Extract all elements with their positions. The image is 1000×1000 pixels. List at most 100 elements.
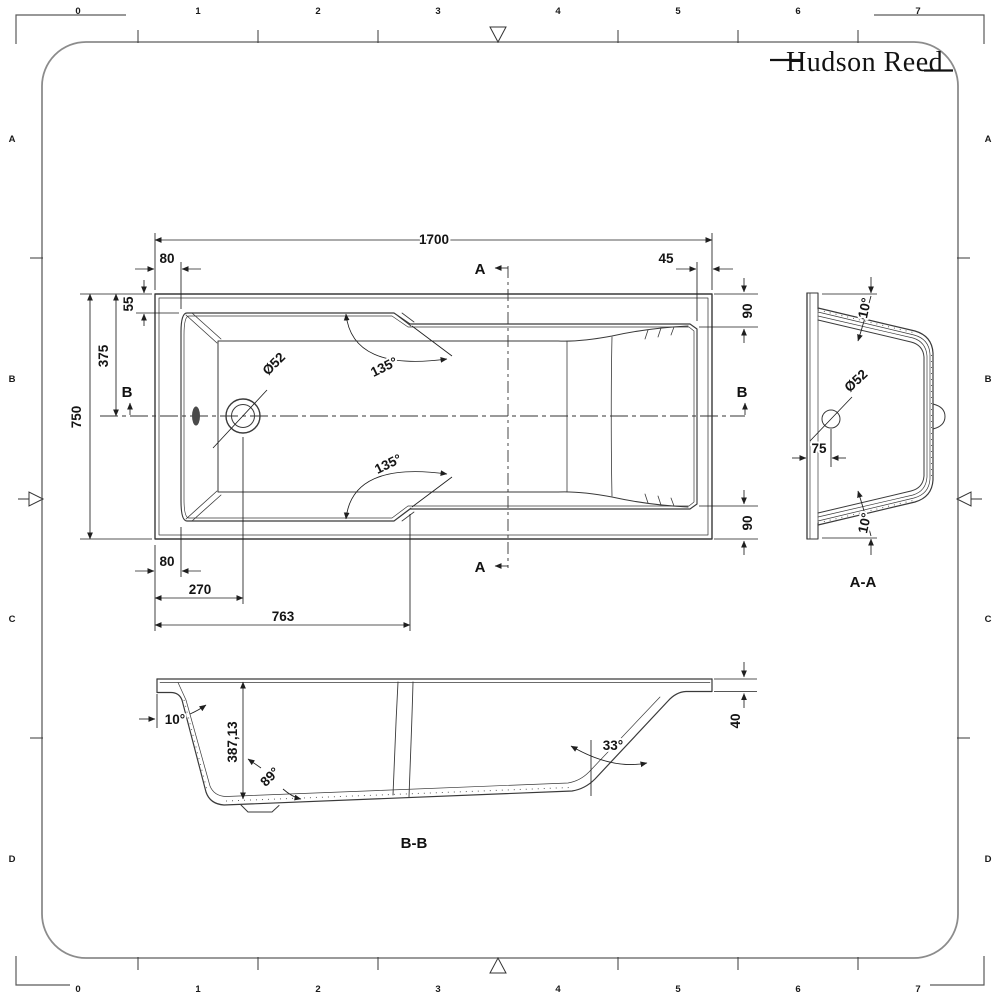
dim-90-bottom: 90	[740, 515, 755, 530]
bottom-center-mark	[489, 956, 507, 974]
aa-profile-line3	[817, 315, 928, 518]
plan-drain-outer-circle	[225, 398, 261, 434]
aa-profile-inner	[817, 319, 925, 514]
section-b-right-label: B	[737, 384, 748, 401]
ruler-col-6-bottom: 6	[795, 984, 800, 995]
ruler-col-1: 1	[195, 6, 201, 17]
logo-wordmark: Hudson Reed	[786, 47, 943, 78]
bb-backrest-angle-dim: 33°	[603, 738, 623, 753]
ruler-col-3: 3	[435, 6, 440, 17]
plan-drain-leader	[212, 389, 268, 449]
dim-750: 750	[69, 406, 84, 429]
bb-floor-angle-leader-2	[282, 788, 302, 801]
plan-drain-inner-circle	[231, 404, 255, 428]
ruler-col-4-bottom: 4	[555, 984, 561, 995]
aa-surface-dots	[817, 309, 932, 524]
corner-trim-marks	[15, 14, 985, 986]
plan-wall-contours	[185, 312, 675, 522]
ruler-row-a-right: A	[985, 134, 992, 145]
center-marks	[18, 26, 982, 974]
ruler-row-b-right: B	[985, 374, 992, 385]
ruler-col-3-bottom: 3	[435, 984, 440, 995]
ruler-col-7-bottom: 7	[915, 984, 920, 995]
dim-90-top: 90	[740, 303, 755, 318]
drawing-frame: 0 1 2 3 4 5 6 7 0 1 2 3 4 5 6 7 A B C D …	[9, 6, 992, 995]
ruler-col-6: 6	[795, 6, 800, 17]
dim-763: 763	[272, 609, 295, 624]
ruler-col-4: 4	[555, 6, 561, 17]
bb-drain-bump	[240, 804, 280, 813]
plan-seat-angle-extensions	[411, 325, 453, 508]
aa-drain-leader	[809, 396, 853, 442]
ruler-row-d-right: D	[985, 854, 992, 865]
right-center-mark	[955, 491, 972, 507]
ruler-col-0: 0	[75, 6, 80, 17]
dim-45: 45	[658, 251, 674, 266]
dim-375: 375	[96, 344, 111, 367]
aa-angle-top-dim: 10°	[855, 297, 874, 320]
section-aa-title: A-A	[850, 574, 877, 591]
bb-floor-angle-dim: 89°	[257, 764, 282, 789]
ruler-row-a: A	[9, 134, 16, 145]
bb-backrest-angle-arc	[570, 745, 648, 768]
bb-extension-lines	[156, 678, 757, 796]
plan-seat-angle-top-dim: 135°	[368, 354, 400, 380]
ruler-labels: 0 1 2 3 4 5 6 7 0 1 2 3 4 5 6 7 A B C D …	[9, 6, 992, 995]
plan-view: Ø52 135° 135° 1700 80 45 55 375 750 90	[67, 230, 758, 631]
ruler-col-0-bottom: 0	[75, 984, 80, 995]
bb-wall-angle-dim: 10°	[165, 712, 185, 727]
aa-extension-lines	[822, 293, 877, 539]
aa-dim-75: 75	[811, 441, 827, 456]
bb-dim-depth: 387,13	[225, 721, 240, 763]
section-aa-view: Ø52 75 10° 10° A-A	[792, 277, 946, 591]
section-bb-view: 387,13 10° 89° 33° 40 B-B	[139, 662, 757, 852]
dim-55: 55	[121, 296, 136, 312]
ruler-col-5-bottom: 5	[675, 984, 681, 995]
plan-outer-rim	[154, 293, 713, 540]
plan-extension-lines	[80, 233, 758, 631]
ruler-row-c-right: C	[985, 614, 992, 625]
left-center-mark	[28, 491, 45, 507]
section-a-bottom-label: A	[475, 559, 486, 576]
ruler-col-1-bottom: 1	[195, 984, 201, 995]
section-a-top-label: A	[475, 261, 486, 278]
ruler-col-2-bottom: 2	[315, 984, 320, 995]
aa-angle-top-leader	[857, 295, 872, 342]
ruler-ticks	[30, 30, 970, 970]
bb-profile-inner	[177, 682, 661, 797]
ruler-col-2: 2	[315, 6, 320, 17]
frame-border	[41, 41, 959, 959]
ruler-row-d: D	[9, 854, 16, 865]
ruler-row-c: C	[9, 614, 16, 625]
top-center-mark	[489, 26, 507, 44]
section-bb-title: B-B	[401, 835, 428, 852]
bb-surface-dots	[183, 699, 571, 802]
bb-wall-angle-leader	[189, 704, 207, 715]
aa-drain-diameter-dim: Ø52	[841, 367, 870, 395]
plan-seat-angle-bottom-dim: 135°	[372, 451, 404, 477]
bb-floor-angle-leader-1	[247, 758, 262, 769]
plan-opening-edge	[180, 312, 698, 522]
plan-drain-diameter-dim: Ø52	[259, 349, 288, 378]
section-b-left-label: B	[122, 384, 133, 401]
aa-profile-outer	[817, 307, 934, 526]
aa-angle-bottom-leader	[857, 490, 872, 537]
plan-overflow-hole	[192, 406, 200, 426]
plan-floor-outline	[217, 325, 689, 508]
dim-1700: 1700	[419, 232, 449, 247]
brand-logo: Hudson Reed	[770, 47, 953, 78]
plan-seat-angle-arc-top	[343, 313, 448, 363]
ruler-col-5: 5	[675, 6, 681, 17]
aa-angle-bottom-dim: 10°	[855, 512, 874, 535]
aa-profile-line2	[817, 311, 931, 522]
dim-270: 270	[189, 582, 212, 597]
bb-seat-transition-lines	[392, 681, 414, 798]
dim-80-bottom: 80	[159, 554, 174, 569]
plan-outer-rim-inner-line	[158, 297, 709, 536]
plan-seat-angle-arc-bottom	[343, 470, 448, 520]
dim-80-top: 80	[159, 251, 174, 266]
aa-skirt-inner-lines	[809, 292, 819, 540]
aa-side-bump	[932, 403, 946, 430]
